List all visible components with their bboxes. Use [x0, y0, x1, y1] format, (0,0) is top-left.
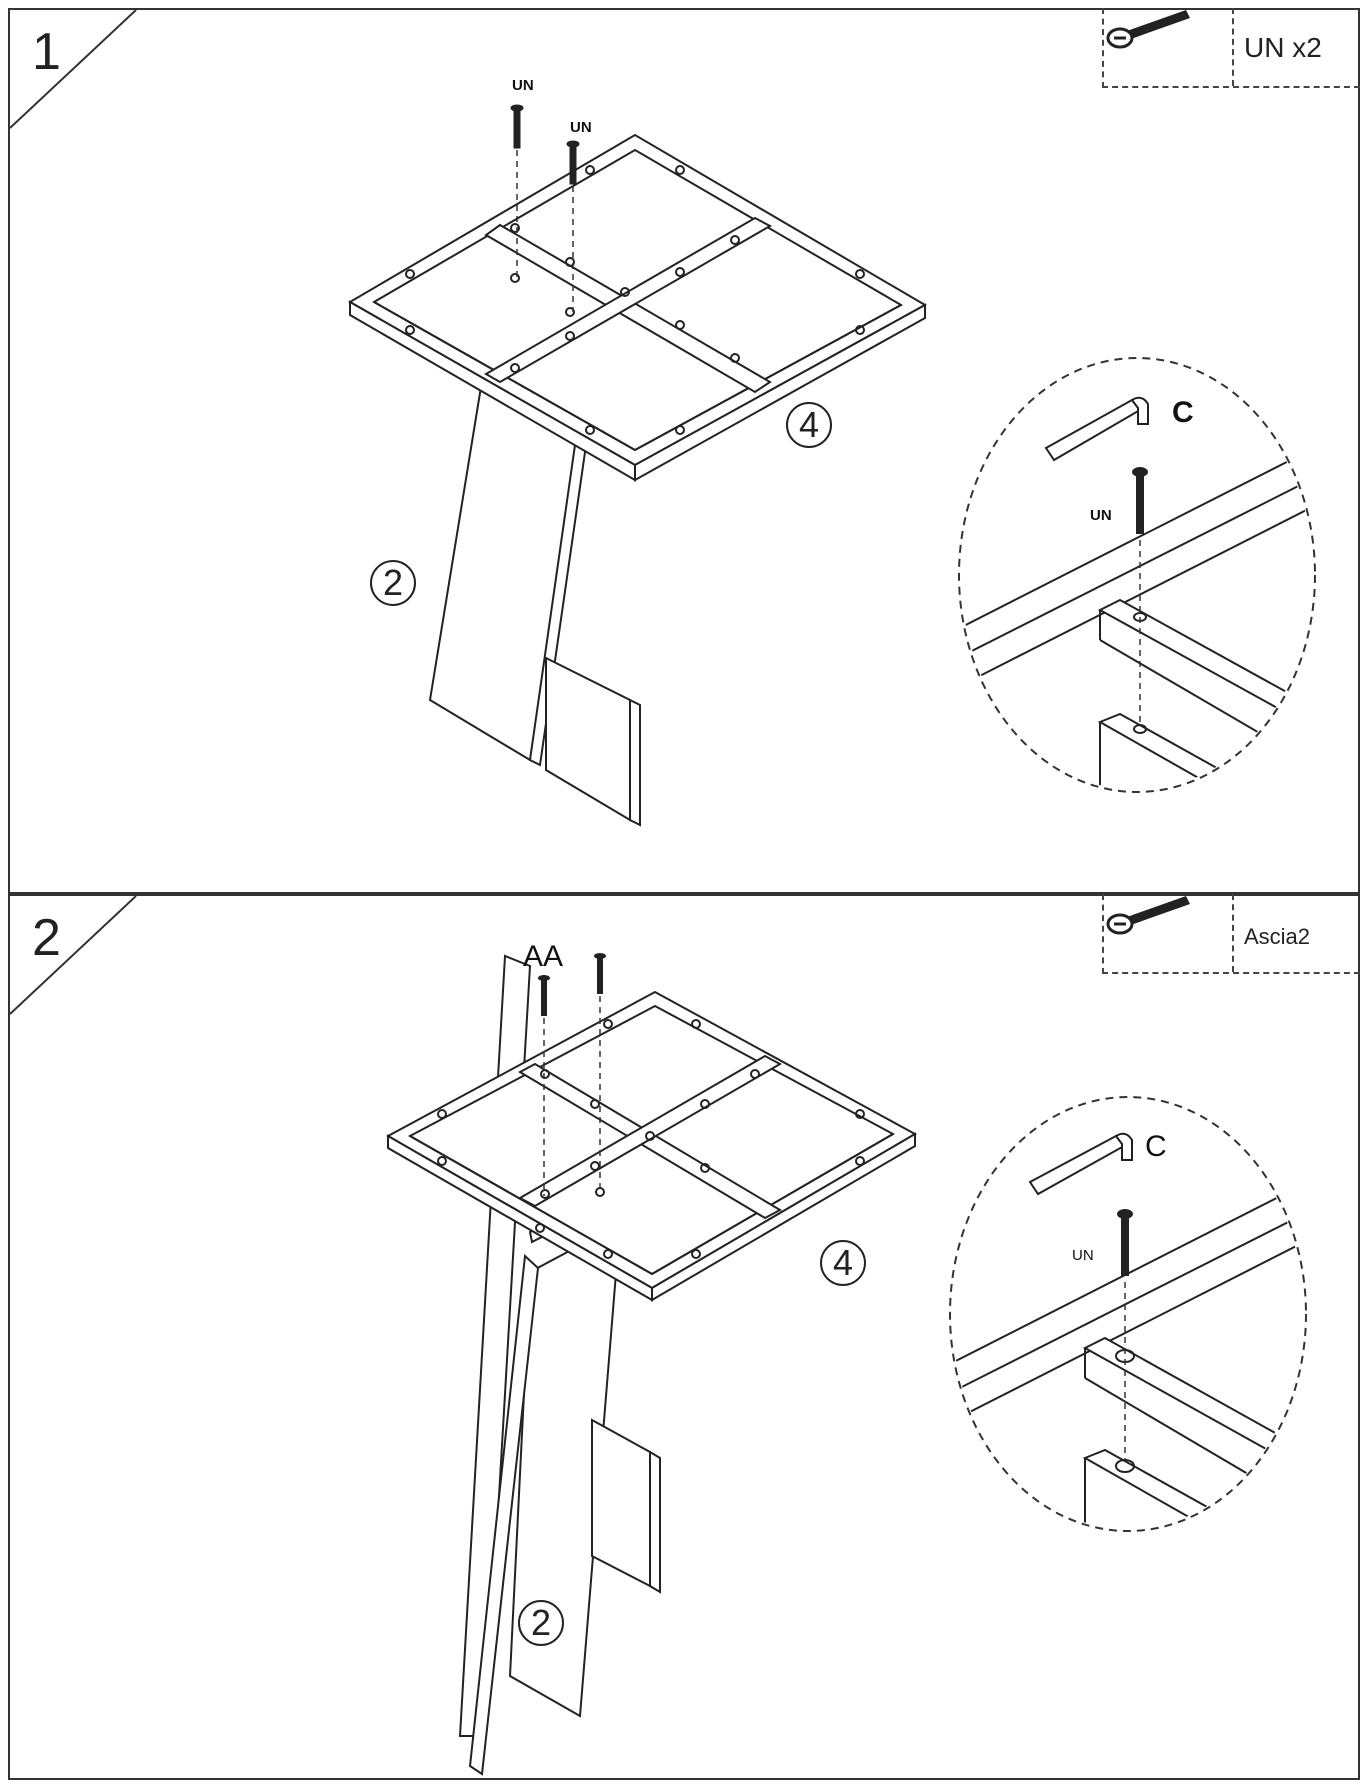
parts-divider [1232, 8, 1234, 86]
screw-label: UN [512, 77, 534, 94]
detail-zoom-icon [949, 1096, 1307, 1532]
screw-aa [538, 953, 606, 1016]
screw-un-1 [510, 104, 524, 149]
parts-box: UN x2 [1102, 8, 1360, 88]
detail-screw-label: UN [1090, 507, 1112, 524]
screw-label: AA [523, 940, 564, 973]
detail-screw-label: UN [1072, 1247, 1094, 1264]
step-panel-1: 1 UN x2 UN UN 4 2 C UN [8, 8, 1360, 894]
detail-zoom-icon [958, 357, 1316, 793]
step-2-drawing [10, 896, 1307, 1776]
detail-screw-icon [1117, 1209, 1133, 1276]
part-number-badge: 4 [786, 402, 832, 448]
screw-icon [1106, 10, 1190, 49]
part-number-badge: 4 [820, 1240, 866, 1286]
part-number-badge: 2 [518, 1600, 564, 1646]
frame-holes [437, 1019, 865, 1259]
step-1-drawing [10, 10, 1316, 827]
part-number-badge: 2 [370, 560, 416, 606]
parts-label: Ascia2 [1244, 924, 1311, 949]
step-number: 1 [32, 23, 61, 81]
screw-un-2 [566, 140, 580, 185]
screw-icon [1106, 896, 1190, 935]
detail-screw-icon [1132, 467, 1148, 534]
tool-label: C [1145, 1130, 1167, 1163]
allen-key-icon [1028, 1132, 1133, 1196]
frame-holes [405, 165, 865, 435]
frame-part-4 [348, 133, 928, 482]
screw-label: UN [570, 119, 592, 136]
step-number: 2 [32, 909, 61, 967]
parts-label: UN x2 [1244, 32, 1322, 63]
parts-divider [1232, 894, 1234, 972]
allen-key-icon [1044, 396, 1149, 462]
parts-box: Ascia2 [1102, 894, 1360, 974]
step-panel-2: 2 Ascia2 AA 4 2 C UN [8, 894, 1360, 1780]
tool-label: C [1172, 396, 1194, 429]
